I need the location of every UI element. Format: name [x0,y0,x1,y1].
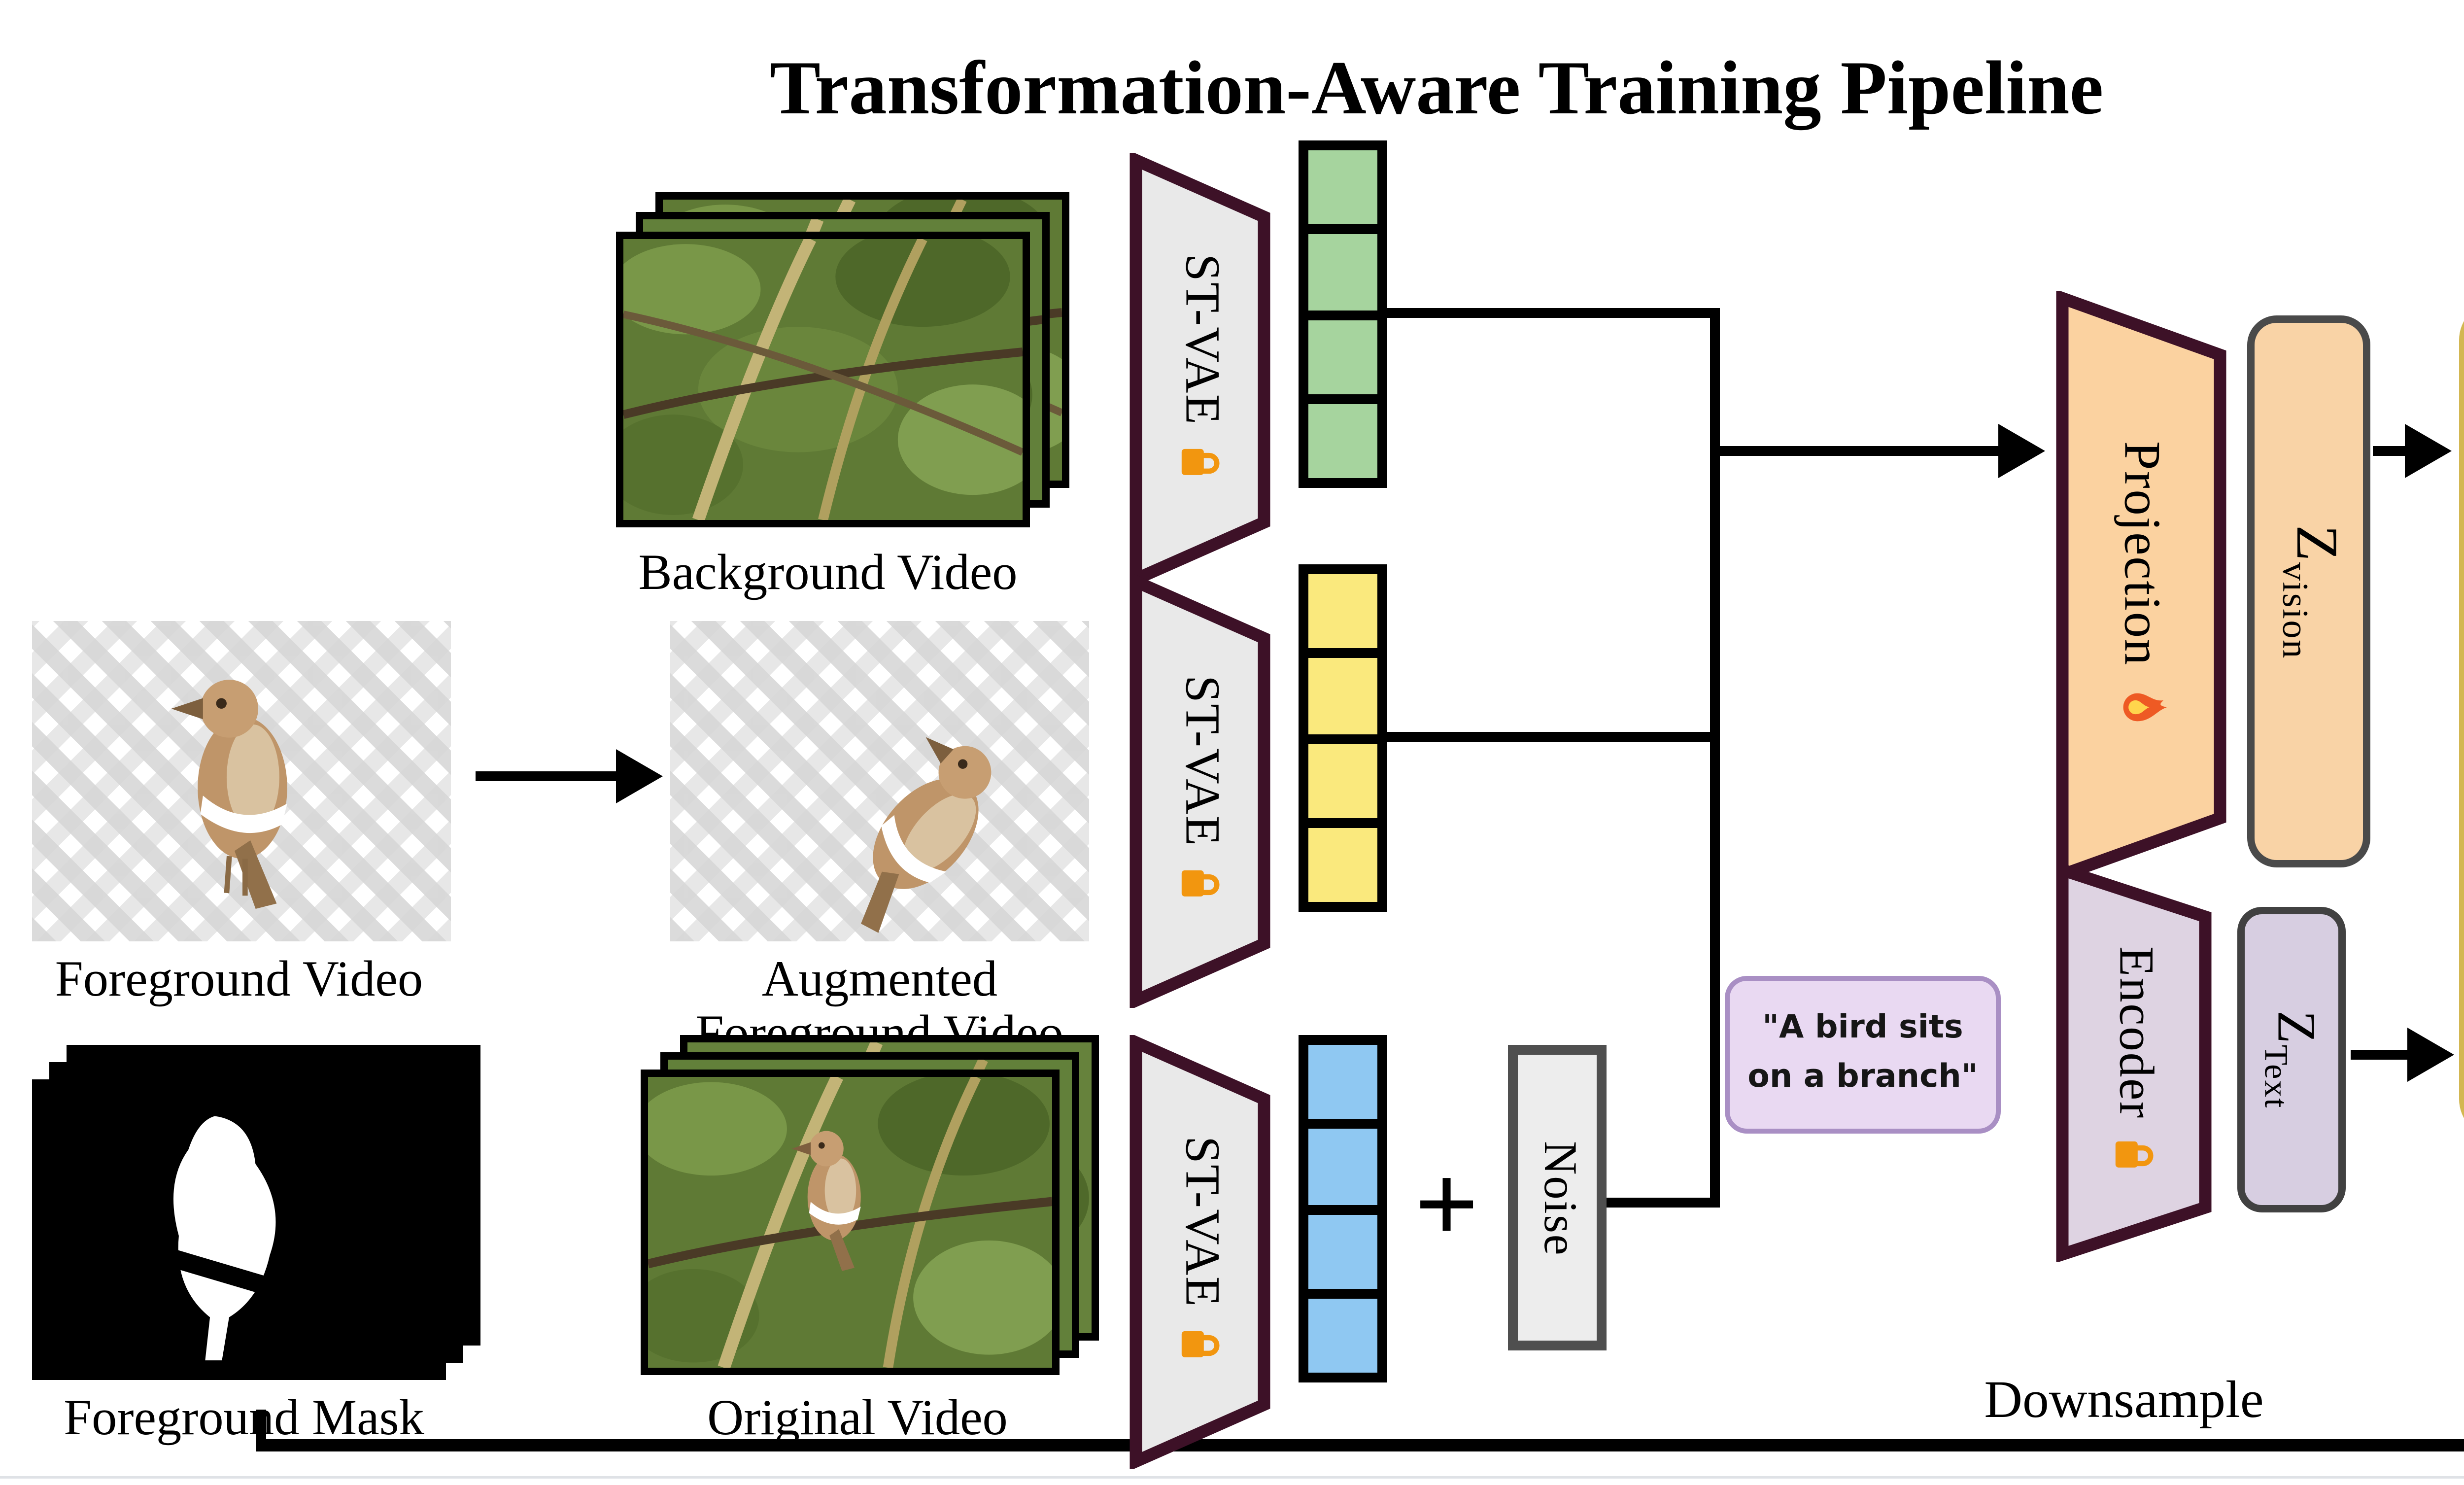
trapezoid-shape [1129,574,1270,1008]
prompt-line1: "A bird sits [1762,1010,1963,1047]
lock-icon [1178,866,1222,903]
latent-cell [1308,574,1377,649]
latent-cell [1308,1204,1377,1288]
latent-cell [1308,309,1377,394]
foliage-bird-image [648,1077,1052,1368]
parallelogram-shape [2056,291,2226,882]
bird-augmented-image [861,736,992,932]
yellow-latent-connector [1387,732,1720,742]
latent-cell [1308,225,1377,309]
latent-cell [1308,649,1377,733]
arrowhead-right-icon [2405,424,2452,478]
background-video-stack [616,192,1069,527]
z-text-text: ZText [2258,1010,2328,1109]
green-latent-connector [1387,308,1720,318]
foliage-image [623,239,1023,520]
original-video-label: Original Video [707,1392,1008,1447]
arrowhead-right-icon [2407,1028,2454,1082]
original-latent-column [1299,1035,1387,1382]
augmentation-arrow [476,749,663,803]
latent-cell [1308,1119,1377,1204]
original-video-stack [641,1035,1099,1385]
z-vision-text: Zvision [2273,524,2347,659]
latent-cell [1308,733,1377,818]
z-text-box: ZText [2237,907,2346,1212]
trapezoid-shape [2056,863,2212,1262]
foreground-mask-stack [32,1045,485,1385]
encoder-text: Encoder [2106,946,2162,1178]
latent-cell [1308,393,1377,478]
st-vae-text: ST-VAE [1172,254,1229,485]
diffusion-transformer-box: Diffusion Transformer [2459,301,2464,1139]
noise-text: Noise [1533,1140,1584,1256]
lock-icon [2112,1138,2156,1174]
foreground-video-label: Foreground Video [55,954,423,1008]
video-frame [641,1070,1060,1375]
arrowhead-right-icon [1998,424,2045,478]
fire-icon [2117,686,2166,727]
latent-cell [1308,150,1377,225]
foreground-video-frame [32,621,451,941]
z-text-to-dt-arrow [2351,1028,2454,1082]
background-video-label: Background Video [638,547,1018,601]
augmented-latent-column [1299,564,1387,912]
prompt-line2: on a branch" [1747,1060,1978,1097]
projection-text: Projection [2111,442,2172,731]
lock-icon [1178,445,1222,482]
st-vae-text: ST-VAE [1172,676,1229,907]
video-frame [616,232,1030,527]
downsample-label: Downsample [1984,1370,2264,1429]
text-prompt-box: "A bird sits on a branch" [1725,976,2001,1134]
latent-cell [1308,817,1377,902]
pipeline-title: Transformation-Aware Training Pipeline [769,44,2104,131]
arrowhead-right-icon [616,749,663,803]
trapezoid-shape [1129,1035,1270,1469]
augmented-foreground-video-frame [670,621,1089,941]
plus-operator: + [1414,1141,1479,1267]
foreground-mask-label: Foreground Mask [64,1392,424,1447]
z-vision-to-dt-arrow [2373,424,2452,478]
st-vae-text: ST-VAE [1172,1137,1229,1368]
projection-block: Projection [2055,291,2227,882]
st-vae-background: ST-VAE [1129,153,1271,587]
noise-connector [1607,1198,1720,1208]
projection-input-arrow [1720,424,2045,478]
latent-cell [1308,1045,1377,1119]
page-edge-line [0,1476,2464,1479]
background-latent-column [1299,140,1387,488]
mask-frame [32,1079,446,1380]
bird-image [170,678,286,908]
bird-silhouette-image [162,1115,292,1360]
st-vae-original: ST-VAE [1129,1035,1271,1469]
noise-box: Noise [1508,1045,1607,1350]
lock-icon [1178,1327,1222,1364]
mask-drop-line [256,1410,266,1444]
st-vae-augmented: ST-VAE [1129,574,1271,1008]
text-encoder-block: Encoder [2055,863,2213,1262]
mask-routing-bottom-line [256,1439,2464,1450]
augmented-video-label-line1: Augmented [761,954,998,1008]
collector-line [1710,308,1720,1208]
z-vision-box: Zvision [2247,315,2370,867]
latent-cell [1308,1288,1377,1373]
trapezoid-shape [1129,153,1270,587]
